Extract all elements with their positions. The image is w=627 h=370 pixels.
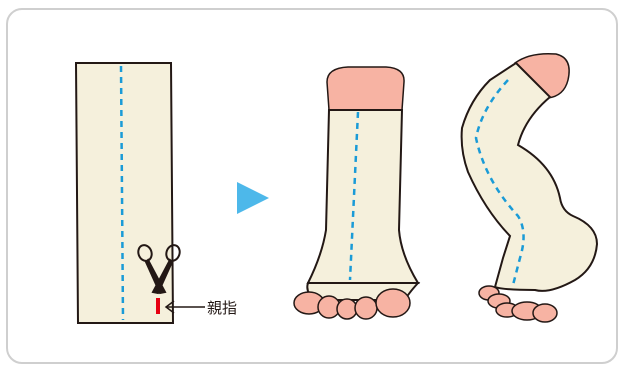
cut-mark bbox=[156, 298, 160, 314]
toes-front bbox=[293, 288, 411, 320]
scissors-icon bbox=[137, 244, 181, 295]
seam-line bbox=[119, 65, 125, 321]
leg-side-view bbox=[460, 52, 599, 323]
arrow-right-icon bbox=[237, 182, 269, 214]
label-arrow bbox=[164, 300, 205, 314]
thumb-label: 親指 bbox=[207, 299, 237, 317]
cloth-strip bbox=[74, 62, 175, 324]
toes-side bbox=[478, 285, 558, 323]
seam-line bbox=[474, 79, 525, 286]
leg-front-view bbox=[293, 66, 421, 320]
